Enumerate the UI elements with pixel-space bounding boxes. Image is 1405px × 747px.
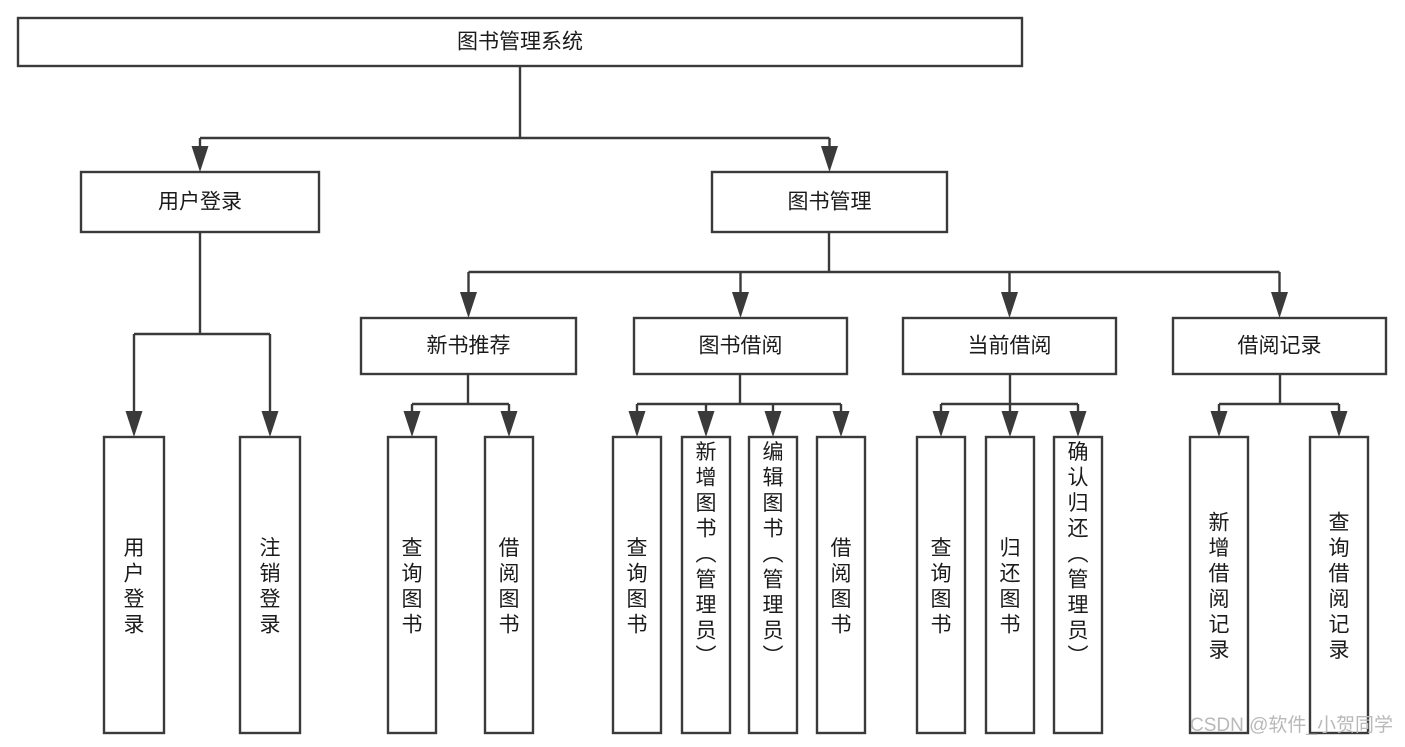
node-leaf-bo-add[interactable]: 新增图书︵管理员︶	[680, 435, 732, 735]
node-label: 新增借阅记录	[1209, 512, 1230, 663]
node-leaf-nb-borrow[interactable]: 借阅图书	[483, 435, 535, 735]
node-label: 图书管理系统	[457, 31, 583, 54]
node-leaf-nb-query[interactable]: 查询图书	[386, 435, 438, 735]
node-login[interactable]: 用户登录	[79, 170, 321, 234]
node-label: 查询图书	[402, 537, 423, 637]
node-label: 图书借阅	[699, 335, 783, 358]
node-leaf-cu-query[interactable]: 查询图书	[915, 435, 967, 735]
node-label: 用户登录	[158, 191, 242, 214]
node-label: 编辑图书︵管理员︶	[763, 441, 784, 668]
node-leaf-user-login[interactable]: 用户登录	[102, 435, 166, 735]
node-label: 当前借阅	[968, 335, 1052, 358]
edge-borrow-fanout	[628, 374, 850, 437]
node-leaf-bo-edit[interactable]: 编辑图书︵管理员︶	[747, 435, 799, 735]
node-root[interactable]: 图书管理系统	[16, 16, 1024, 68]
csdn-watermark: CSDN @软件_小贺同学	[1190, 714, 1393, 736]
node-layer: 图书管理系统用户登录图书管理新书推荐图书借阅当前借阅借阅记录用户登录注销登录查询…	[16, 16, 1388, 735]
edge-login-fanout	[125, 232, 279, 437]
edge-current-fanout	[932, 374, 1087, 437]
edge-newbook-fanout	[403, 374, 518, 437]
node-leaf-cu-return[interactable]: 归还图书	[984, 435, 1036, 735]
node-bookmgr[interactable]: 图书管理	[710, 170, 949, 234]
node-leaf-cu-confirm[interactable]: 确认归还︵管理员︶	[1052, 435, 1104, 735]
node-newbook[interactable]: 新书推荐	[359, 316, 578, 376]
node-label: 查询借阅记录	[1329, 512, 1350, 663]
node-label: 确认归还︵管理员︶	[1068, 441, 1089, 668]
node-label: 归还图书	[1000, 537, 1021, 637]
node-leaf-re-add[interactable]: 新增借阅记录	[1188, 435, 1250, 735]
node-label: 新书推荐	[427, 335, 511, 358]
node-borrow[interactable]: 图书借阅	[632, 316, 849, 376]
connector-layer	[125, 66, 1348, 437]
edge-records-fanout	[1210, 374, 1348, 437]
node-leaf-bo-borrow[interactable]: 借阅图书	[815, 435, 867, 735]
node-label: 借阅图书	[499, 537, 520, 637]
node-leaf-bo-query[interactable]: 查询图书	[611, 435, 663, 735]
edge-root-fanout	[191, 66, 838, 172]
node-label: 借阅记录	[1238, 335, 1322, 358]
node-label: 用户登录	[124, 537, 145, 637]
node-label: 查询图书	[627, 537, 648, 637]
node-leaf-user-logout[interactable]: 注销登录	[238, 435, 302, 735]
node-label: 注销登录	[260, 537, 281, 637]
node-label: 查询图书	[931, 537, 952, 637]
node-current[interactable]: 当前借阅	[901, 316, 1118, 376]
node-label: 借阅图书	[831, 537, 852, 637]
edge-bookmgr-fanout	[460, 232, 1288, 318]
node-leaf-re-query[interactable]: 查询借阅记录	[1308, 435, 1370, 735]
node-label: 新增图书︵管理员︶	[696, 441, 717, 668]
node-label: 图书管理	[788, 191, 872, 214]
node-records[interactable]: 借阅记录	[1171, 316, 1388, 376]
